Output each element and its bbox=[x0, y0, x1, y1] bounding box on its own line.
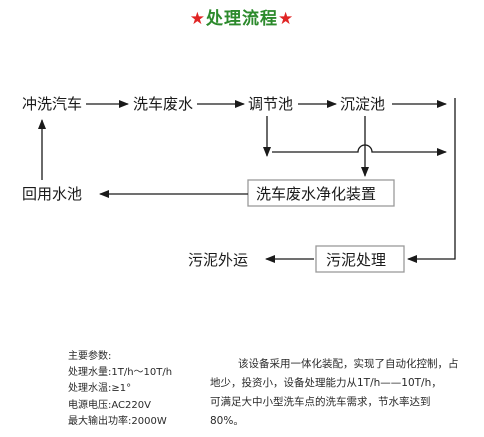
param-value: ≥1° bbox=[111, 383, 132, 395]
star-icon: ★ bbox=[189, 9, 206, 29]
param-value: 2000W bbox=[131, 415, 167, 427]
param-label: 处理水量: bbox=[68, 367, 112, 379]
param-row: 最大输出功率:2000W bbox=[68, 414, 172, 430]
device-description: 该设备采用一体化装配，实现了自动化控制，占 地少，投资小，设备处理能力从1T/h… bbox=[210, 355, 478, 431]
param-label: 最大输出功率: bbox=[68, 415, 132, 427]
param-row: 处理水量:1T/h～10T/h bbox=[68, 365, 172, 381]
purification-device-box bbox=[247, 179, 395, 207]
title-text: 处理流程 bbox=[206, 9, 278, 29]
star-icon: ★ bbox=[278, 9, 295, 29]
node-sludge-treatment: 污泥处理 bbox=[326, 251, 386, 269]
node-sedimentation-tank: 沉淀池 bbox=[340, 95, 385, 113]
param-label: 电源电压: bbox=[68, 399, 112, 411]
line-to-sludge-treatment bbox=[407, 98, 456, 263]
sludge-treatment-box bbox=[315, 245, 405, 273]
node-wastewater: 洗车废水 bbox=[133, 95, 193, 113]
param-row: 电源电压:AC220V bbox=[68, 398, 172, 414]
line-bypass-horizontal bbox=[272, 144, 447, 156]
description-line: 可满足大中小型洗车点的洗车需求，节水率达到 bbox=[210, 396, 431, 408]
param-value: AC220V bbox=[111, 399, 151, 411]
description-line: 地少，投资小，设备处理能力从1T/h——10T/h， bbox=[210, 377, 442, 389]
node-sludge-out: 污泥外运 bbox=[188, 251, 248, 269]
node-car-wash: 冲洗汽车 bbox=[22, 95, 82, 113]
node-reuse-tank: 回用水池 bbox=[22, 185, 82, 203]
node-regulating-tank: 调节池 bbox=[248, 95, 293, 113]
process-flow-diagram: 冲洗汽车 洗车废水 调节池 沉淀池 洗车废水净化装置 回用水池 污泥处理 污泥外… bbox=[22, 95, 456, 273]
param-label: 处理水温: bbox=[68, 383, 112, 395]
param-value: 1T/h～10T/h bbox=[111, 367, 173, 379]
description-line: 该设备采用一体化装配，实现了自动化控制，占 bbox=[238, 358, 459, 370]
main-parameters: 主要参数: 处理水量:1T/h～10T/h 处理水温:≥1° 电源电压:AC22… bbox=[68, 349, 172, 430]
node-purification-device: 洗车废水净化装置 bbox=[256, 185, 376, 203]
description-line: 80%。 bbox=[210, 415, 244, 427]
page-title: ★处理流程★ bbox=[0, 8, 484, 30]
param-row: 处理水温:≥1° bbox=[68, 381, 172, 397]
params-heading: 主要参数: bbox=[68, 351, 112, 362]
